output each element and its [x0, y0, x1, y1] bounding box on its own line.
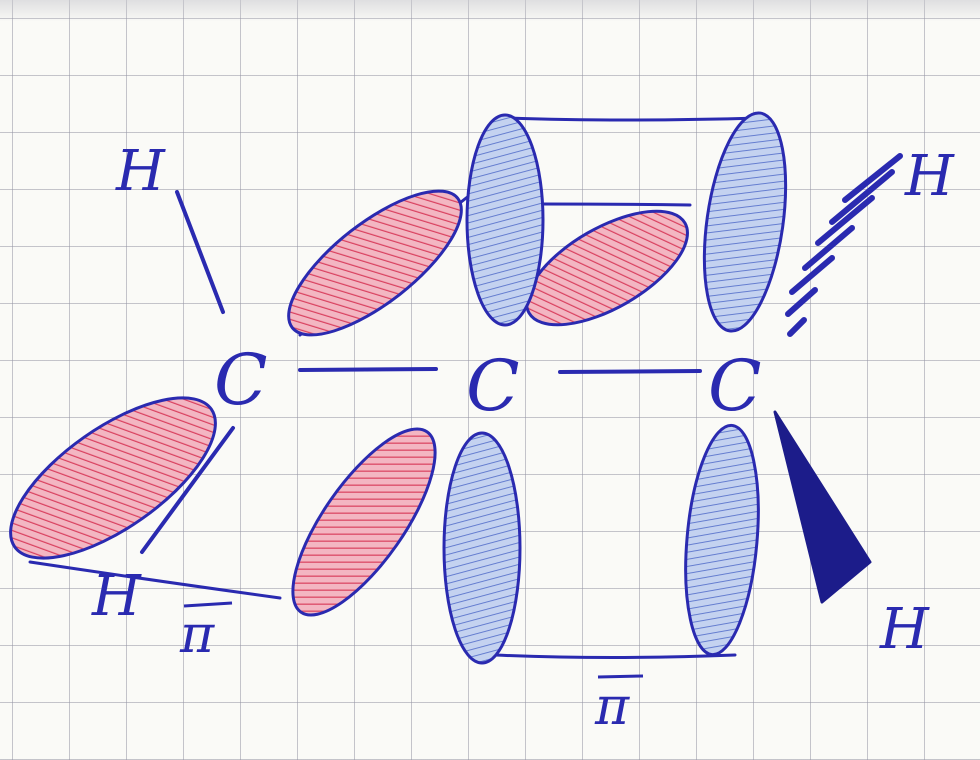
pi-bond-label-left: π — [179, 605, 215, 665]
blue-lobe-right-bottom — [684, 423, 760, 657]
solid-wedge-bond — [773, 410, 872, 604]
hashed-wedge-bond — [785, 153, 903, 337]
paper-edge-shadow — [0, 0, 980, 22]
sigma-bonds — [140, 190, 702, 554]
carbon-left-label: C — [214, 339, 268, 421]
red-lobe-lower-left — [9, 396, 217, 560]
pi-bond-labels: π π — [179, 601, 644, 737]
blue-p-orbitals — [442, 111, 788, 665]
atom-labels: C C C H H H H — [91, 139, 955, 662]
pi-overlap-right-top-line — [506, 116, 762, 122]
bond-c-left-h-top — [175, 190, 225, 314]
red-lobe-upper-left — [287, 189, 463, 337]
bond-c-left-c-middle — [298, 367, 438, 372]
pi-right-overbar — [597, 674, 644, 679]
pi-left-overbar — [183, 601, 233, 608]
hydrogen-top-right-label: H — [904, 144, 955, 209]
blue-lobe-middle-top — [465, 113, 545, 327]
blue-lobe-right-top — [702, 111, 788, 333]
carbon-middle-label: C — [466, 345, 520, 427]
red-p-orbitals — [9, 189, 689, 617]
pi-overlap-left-bottom-line — [28, 560, 282, 600]
pi-bond-label-right: π — [594, 677, 630, 737]
hydrogen-bottom-left-label: H — [91, 564, 142, 629]
carbon-right-label: C — [708, 345, 762, 427]
red-lobe-lower-middle — [291, 427, 437, 617]
blue-lobe-middle-bottom — [442, 431, 522, 665]
red-lobe-upper-right — [525, 209, 689, 327]
bond-c-middle-c-right — [558, 369, 702, 374]
pi-overlap-right-bottom-line — [493, 653, 737, 659]
hydrogen-bottom-right-label: H — [879, 597, 930, 662]
bond-c-left-h-bottom — [140, 426, 235, 554]
hydrogen-top-left-label: H — [115, 139, 166, 204]
pi-overlap-right-mid-line — [538, 202, 692, 207]
